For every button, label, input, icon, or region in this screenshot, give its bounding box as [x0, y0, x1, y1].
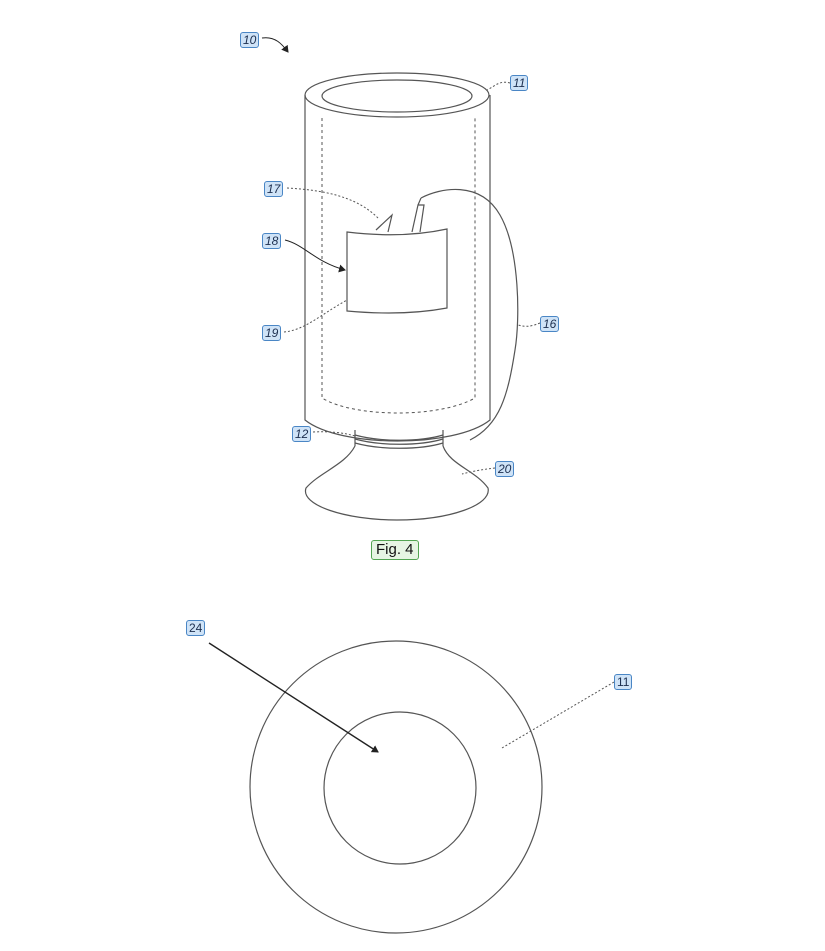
- leader-12: [312, 431, 356, 437]
- cylinder-top-opening: [321, 79, 473, 113]
- ref-label-20: 20: [495, 461, 515, 477]
- leader-11-top: [501, 681, 615, 749]
- suction-base: [304, 445, 489, 521]
- leader-17: [286, 187, 379, 219]
- ref-label-10: 10: [240, 32, 260, 48]
- fig4-leaders: [261, 37, 541, 475]
- display-panel: [346, 228, 448, 314]
- leader-16: [517, 322, 541, 327]
- cylinder-top-rim: [304, 72, 490, 118]
- ref-label-18: 18: [262, 233, 282, 249]
- top-view: [249, 640, 543, 934]
- cylinder-outer-wall: [304, 95, 491, 442]
- outer-ring: [249, 640, 543, 934]
- ref-label-16: 16: [540, 316, 560, 332]
- sensor-component-17: [375, 213, 394, 233]
- inner-liner: [321, 118, 476, 414]
- ref-label-17: 17: [264, 181, 284, 197]
- leader-24: [208, 642, 379, 753]
- leader-10: [261, 37, 289, 53]
- ref-label-19: 19: [262, 325, 282, 341]
- ref-label-24: 24: [186, 620, 206, 636]
- ref-label-12: 12: [292, 426, 312, 442]
- leader-11: [486, 81, 511, 91]
- ref-label-11-top: 11: [614, 674, 633, 690]
- connector-plug: [411, 204, 425, 233]
- fig4-device: [304, 72, 519, 521]
- leader-20: [461, 467, 496, 475]
- leader-19: [283, 299, 348, 333]
- figure-caption: Fig. 4: [371, 540, 419, 560]
- inner-opening: [323, 711, 477, 865]
- ref-label-11: 11: [510, 75, 529, 91]
- cable-16: [420, 188, 519, 441]
- leader-18: [284, 239, 346, 273]
